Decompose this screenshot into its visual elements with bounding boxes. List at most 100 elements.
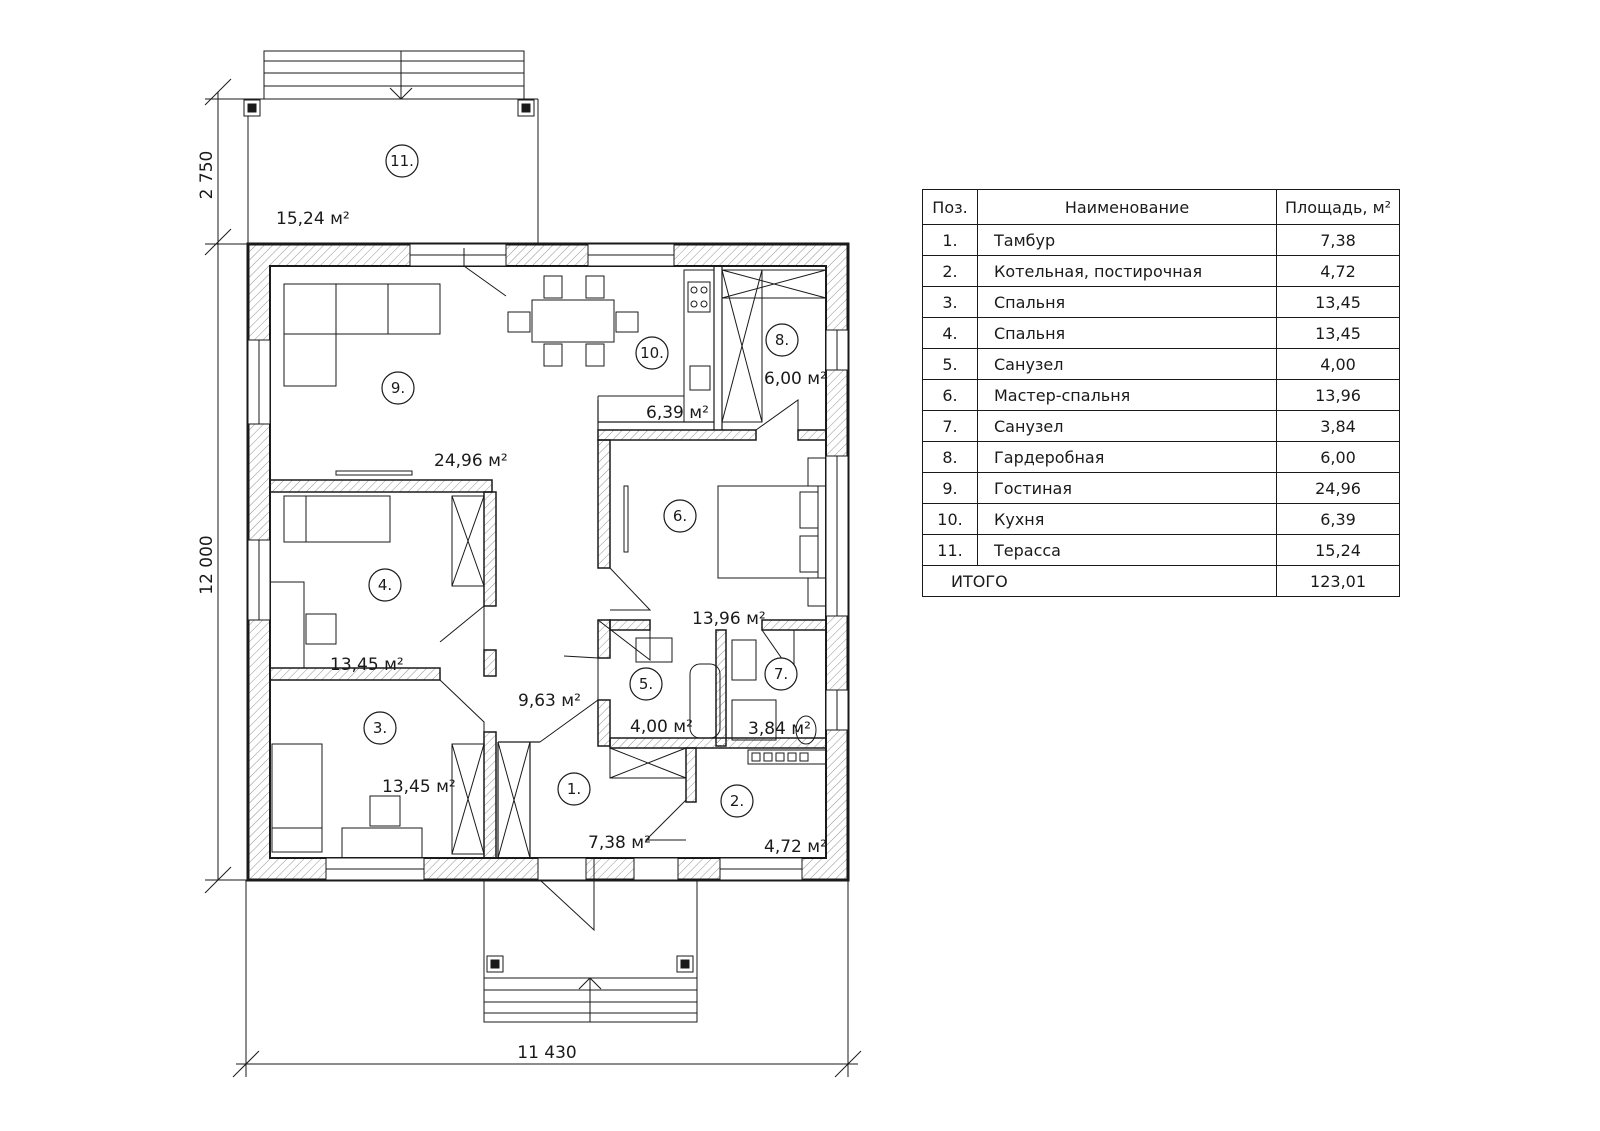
room-marker-10 <box>635 336 669 370</box>
room-number: 3. <box>373 719 387 737</box>
room-number: 7. <box>774 665 788 683</box>
doors <box>439 248 799 932</box>
cell-pos: 11. <box>922 534 978 566</box>
cell-area: 13,45 <box>1275 286 1401 318</box>
cell-area: 15,24 <box>1275 534 1401 566</box>
dimension-lines <box>204 78 862 1078</box>
cell-area: 3,84 <box>1275 410 1401 442</box>
room-marker-3 <box>363 711 397 745</box>
cell-name: Терасса <box>977 534 1277 566</box>
cell-area: 4,72 <box>1275 255 1401 287</box>
cell-name: Тамбур <box>977 224 1277 256</box>
cell-area: 24,96 <box>1275 472 1401 504</box>
exterior-walls <box>246 242 850 882</box>
terrace-area-label: 15,24 м² <box>276 209 350 229</box>
cell-name: Спальня <box>977 286 1277 318</box>
room-marker-8 <box>765 323 799 357</box>
room-area-label: 4,00 м² <box>630 717 693 737</box>
room-area-label: 6,00 м² <box>764 369 827 389</box>
room-area-label: 3,84 м² <box>748 719 811 739</box>
room-number: 6. <box>673 507 687 525</box>
room-number: 4. <box>378 576 392 594</box>
cell-pos: 9. <box>922 472 978 504</box>
dim-total-height: 12 000 <box>197 535 217 594</box>
cell-area: 4,00 <box>1275 348 1401 380</box>
hall-area-label: 9,63 м² <box>518 691 581 711</box>
room-area-label: 24,96 м² <box>434 451 508 471</box>
table-total-row: ИТОГО 123,01 <box>922 565 1401 597</box>
room-number: 1. <box>567 780 581 798</box>
cell-name: Санузел <box>977 348 1277 380</box>
cell-pos: 10. <box>922 503 978 535</box>
room-marker-1 <box>557 772 591 806</box>
room-numbers: 1. 2. 3. 4. 5. 6. 7. 8. 9. 10. 11. <box>373 152 789 810</box>
interior-walls <box>269 429 827 859</box>
room-area-label: 13,96 м² <box>692 609 766 629</box>
room-area-label: 13,45 м² <box>382 777 456 797</box>
room-marker-2 <box>720 784 754 818</box>
porch-bottom <box>483 880 698 1023</box>
room-marker-7 <box>764 657 798 691</box>
room-marker-5 <box>629 667 663 701</box>
room-marker-9 <box>381 371 415 405</box>
cell-area: 6,00 <box>1275 441 1401 473</box>
dim-total-width: 11 430 <box>517 1043 576 1063</box>
cell-name: Гостиная <box>977 472 1277 504</box>
room-area-label: 6,39 м² <box>646 403 709 423</box>
cell-pos: 1. <box>922 224 978 256</box>
dim-top-height: 2 750 <box>197 151 217 200</box>
room-number: 2. <box>730 792 744 810</box>
room-number: 11. <box>390 152 414 170</box>
furniture <box>269 269 827 859</box>
room-number: 10. <box>640 344 664 362</box>
total-label: ИТОГО <box>922 565 1277 597</box>
cell-area: 13,45 <box>1275 317 1401 349</box>
header-pos: Поз. <box>922 189 978 225</box>
room-number: 8. <box>775 331 789 349</box>
cell-name: Мастер-спальня <box>977 379 1277 411</box>
cell-area: 7,38 <box>1275 224 1401 256</box>
cell-pos: 6. <box>922 379 978 411</box>
room-number: 9. <box>391 379 405 397</box>
header-name: Наименование <box>977 189 1277 225</box>
room-markers <box>363 144 799 818</box>
cell-pos: 2. <box>922 255 978 287</box>
terrace-top <box>243 50 539 244</box>
header-area: Площадь, м² <box>1275 189 1401 225</box>
cell-name: Котельная, постирочная <box>977 255 1277 287</box>
table-header-row: Поз. Наименование Площадь, м² <box>922 189 1401 225</box>
room-number: 5. <box>639 675 653 693</box>
area-labels: 15,24 м² 7,38 м² 4,72 м² 13,45 м² 13,45 … <box>276 209 827 857</box>
room-area-label: 4,72 м² <box>764 837 827 857</box>
cell-pos: 4. <box>922 317 978 349</box>
cell-name: Санузел <box>977 410 1277 442</box>
cell-pos: 5. <box>922 348 978 380</box>
cell-name: Кухня <box>977 503 1277 535</box>
cell-pos: 3. <box>922 286 978 318</box>
cell-area: 13,96 <box>1275 379 1401 411</box>
cell-pos: 7. <box>922 410 978 442</box>
room-area-label: 13,45 м² <box>330 655 404 675</box>
room-area-label: 7,38 м² <box>588 833 651 853</box>
room-marker-6 <box>663 499 697 533</box>
total-area: 123,01 <box>1275 565 1401 597</box>
cell-name: Спальня <box>977 317 1277 349</box>
cell-pos: 8. <box>922 441 978 473</box>
room-marker-11 <box>385 144 419 178</box>
cell-name: Гардеробная <box>977 441 1277 473</box>
room-marker-4 <box>368 568 402 602</box>
cell-area: 6,39 <box>1275 503 1401 535</box>
